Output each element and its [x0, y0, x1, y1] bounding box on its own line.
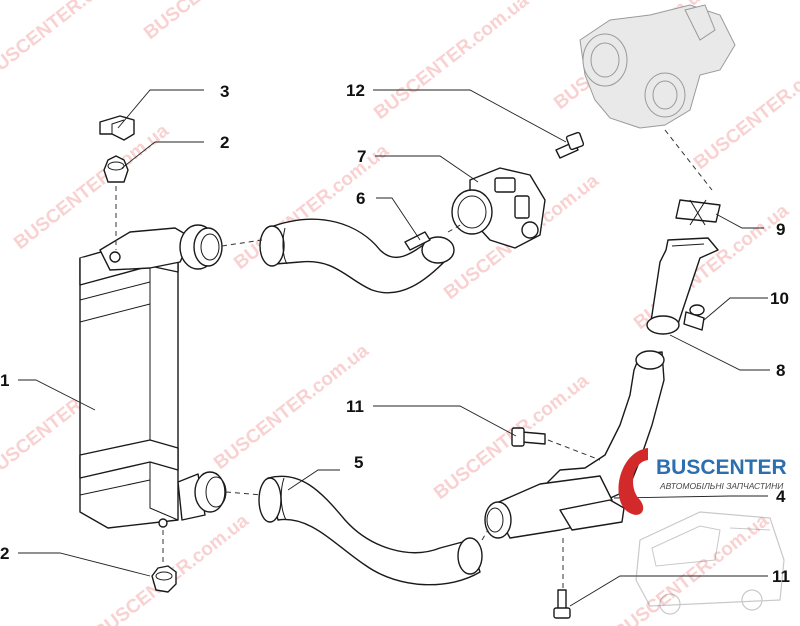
rubber-mount-top — [103, 155, 129, 183]
throttle-body — [451, 167, 546, 249]
callout-2-bottom: 2 — [0, 544, 9, 563]
callout-11-middle: 11 — [346, 397, 364, 416]
pipe-clamp — [675, 199, 721, 226]
callout-12: 12 — [346, 81, 365, 100]
callouts: 1 2 2 3 4 5 6 7 8 9 10 11 11 12 — [0, 81, 790, 586]
logo-swoosh — [618, 448, 648, 515]
callout-11-bottom: 11 — [772, 567, 790, 586]
bus-illustration — [635, 511, 785, 615]
rubber-mount-bottom — [151, 565, 177, 593]
callout-7: 7 — [357, 147, 366, 166]
callout-1: 1 — [0, 371, 9, 390]
watermark: BUSCENTER.com.ua — [140, 0, 303, 44]
callout-6: 6 — [356, 189, 365, 208]
retaining-clip — [99, 115, 135, 141]
callout-4: 4 — [776, 487, 786, 506]
bolt-middle — [511, 427, 546, 447]
watermark: BUSCENTER.com.ua — [370, 0, 533, 124]
leader-lines — [18, 89, 770, 607]
watermark: BUSCENTER.com.ua — [0, 0, 143, 84]
watermark: BUSCENTER.com.ua — [610, 510, 773, 626]
turbocharger — [579, 4, 736, 129]
lower-hose — [258, 475, 483, 586]
turbo-pipe — [646, 237, 719, 335]
buscenter-logo: BUSCENTER АВТОМОБІЛЬНІ ЗАПЧАСТИНИ — [618, 448, 787, 615]
callout-5: 5 — [354, 453, 363, 472]
callout-10: 10 — [770, 289, 789, 308]
bolt-10 — [683, 304, 705, 331]
bolt-upper — [555, 131, 585, 159]
bolt-bottom — [553, 589, 571, 619]
logo-tagline: АВТОМОБІЛЬНІ ЗАПЧАСТИНИ — [659, 481, 784, 491]
callout-3: 3 — [220, 82, 229, 101]
callout-2-top: 2 — [220, 133, 229, 152]
callout-9: 9 — [776, 220, 785, 239]
callout-8: 8 — [776, 361, 785, 380]
upper-hose — [259, 218, 455, 294]
intercooler — [79, 224, 227, 529]
logo-name: BUSCENTER — [656, 456, 787, 479]
